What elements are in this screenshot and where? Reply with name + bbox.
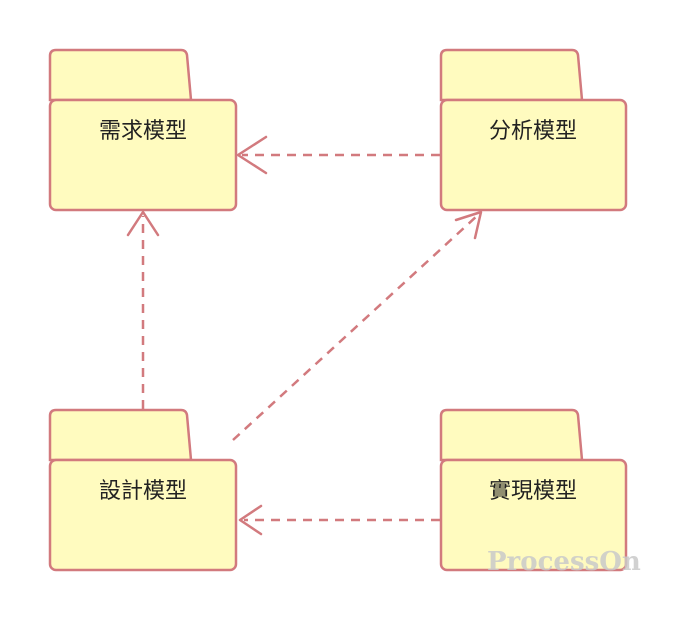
- package-tab: [48, 408, 193, 462]
- open-arrowhead: [454, 210, 483, 240]
- package-label: 分析模型: [489, 119, 577, 144]
- package-requirements[interactable]: 需求模型: [48, 48, 238, 212]
- package-tab: [439, 408, 584, 462]
- dependency-design-to-requirements[interactable]: [126, 210, 160, 409]
- package-tab: [439, 48, 584, 102]
- package-analysis[interactable]: 分析模型: [439, 48, 628, 212]
- dependency-implementation-to-design[interactable]: [238, 504, 440, 536]
- package-tab: [48, 48, 193, 102]
- open-arrowhead: [126, 210, 160, 237]
- dependency-analysis-to-requirements[interactable]: [236, 135, 440, 175]
- package-implementation[interactable]: 實現模型: [439, 408, 628, 572]
- package-body: [439, 458, 628, 572]
- open-arrowhead: [236, 135, 268, 175]
- package-design[interactable]: 設計模型: [48, 408, 238, 572]
- package-body: [439, 98, 628, 212]
- dependency-design-to-analysis[interactable]: [232, 210, 483, 441]
- open-arrowhead: [238, 504, 263, 536]
- package-body: [48, 98, 238, 212]
- watermark: ProcessOn: [487, 547, 641, 577]
- package-label: 需求模型: [99, 119, 187, 144]
- package-label: 設計模型: [99, 479, 187, 504]
- dependency-line: [232, 214, 479, 441]
- package-body: [48, 458, 238, 572]
- package-label: 實現模型: [489, 479, 577, 504]
